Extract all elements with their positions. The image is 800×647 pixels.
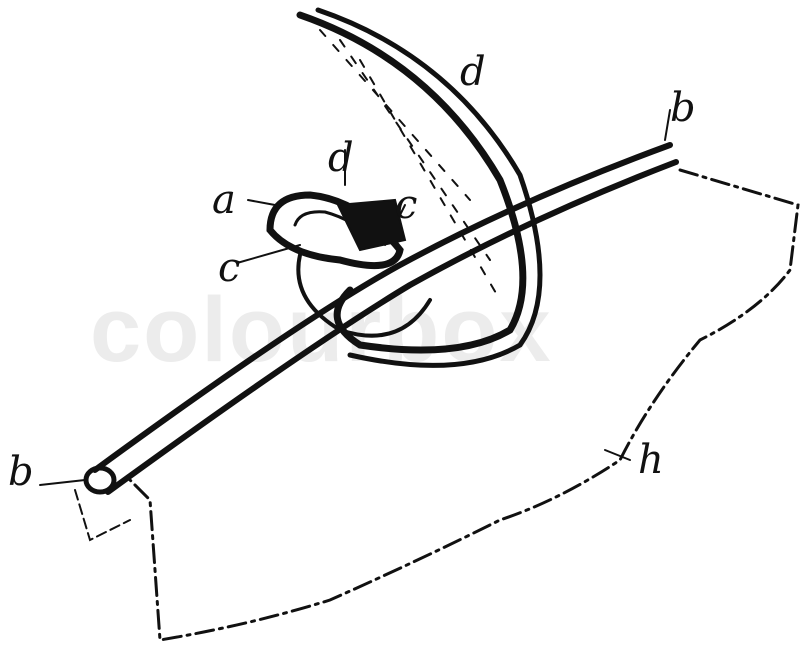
label-b-left: b [8, 449, 34, 495]
label-a: a [212, 177, 236, 223]
label-d-top: d [460, 49, 486, 95]
label-b-right: b [670, 85, 696, 131]
label-c-left: c [218, 245, 241, 291]
label-c-right: c [395, 182, 418, 228]
label-h: h [638, 437, 664, 483]
label-d-mid: d [328, 135, 354, 181]
